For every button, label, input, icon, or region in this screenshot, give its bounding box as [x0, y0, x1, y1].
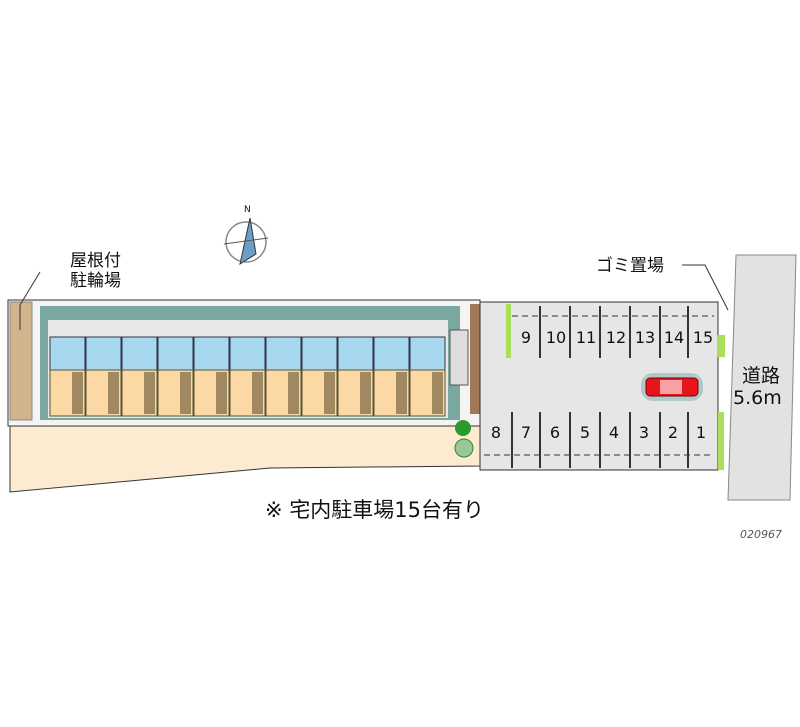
- unit-blue-section: [337, 336, 374, 371]
- unit-blue-section: [49, 336, 86, 371]
- parking-space-number: 13: [634, 328, 656, 347]
- unit-balcony: [144, 372, 155, 414]
- unit-balcony: [288, 372, 299, 414]
- parking-space-number: 2: [667, 423, 679, 442]
- apartment-units: [49, 336, 446, 417]
- unit-blue-section: [157, 336, 194, 371]
- compass-north-label: N: [244, 205, 251, 215]
- parking-space-number: 1: [695, 423, 707, 442]
- bicycle-parking-label-1: 屋根付: [70, 251, 121, 271]
- unit-blue-section: [301, 336, 338, 371]
- parking-space-number: 11: [575, 328, 597, 347]
- unit-balcony: [216, 372, 227, 414]
- road-width-label: 5.6m: [733, 387, 782, 409]
- unit-balcony: [72, 372, 83, 414]
- parking-space-number: 5: [579, 423, 591, 442]
- unit-blue-section: [265, 336, 302, 371]
- unit-balcony: [396, 372, 407, 414]
- leader-line: [19, 271, 41, 330]
- unit-blue-section: [409, 336, 446, 371]
- car-window: [660, 380, 682, 394]
- unit-blue-section: [373, 336, 410, 371]
- parking-space-number: 8: [490, 423, 502, 442]
- parking-space-number: 3: [638, 423, 650, 442]
- unit-blue-section: [229, 336, 266, 371]
- bicycle-parking-label-2: 駐輪場: [70, 271, 121, 291]
- parking-space-number: 9: [520, 328, 532, 347]
- unit-balcony: [108, 372, 119, 414]
- unit-balcony: [324, 372, 335, 414]
- unit-blue-section: [85, 336, 122, 371]
- parking-space-number: 4: [608, 423, 620, 442]
- leader-line: [682, 264, 729, 311]
- front-yard: [9, 424, 481, 493]
- parking-space-number: 15: [692, 328, 714, 347]
- property-code: 020967: [740, 528, 782, 541]
- bicycle-parking-area: [9, 301, 33, 421]
- unit-balcony: [432, 372, 443, 414]
- shrub-icon: [454, 438, 474, 458]
- unit-balcony: [180, 372, 191, 414]
- parking-space-number: 7: [520, 423, 532, 442]
- garbage-area-label: ゴミ置場: [596, 256, 664, 276]
- road: [727, 254, 797, 501]
- parking-space-number: 14: [663, 328, 685, 347]
- hedge: [717, 335, 725, 357]
- stairs: [449, 329, 469, 386]
- tree-icon: [455, 420, 471, 436]
- hedge: [718, 412, 724, 470]
- parking-space-number: 6: [549, 423, 561, 442]
- road-label: 道路: [742, 365, 781, 387]
- brick-paving: [470, 304, 482, 414]
- unit-balcony: [252, 372, 263, 414]
- parking-space-number: 12: [605, 328, 627, 347]
- hedge: [506, 304, 511, 358]
- unit-blue-section: [121, 336, 158, 371]
- compass-icon: [223, 217, 269, 266]
- unit-balcony: [360, 372, 371, 414]
- parking-note: ※ 宅内駐車場15台有り: [265, 498, 484, 522]
- parking-space-number: 10: [545, 328, 567, 347]
- unit-blue-section: [193, 336, 230, 371]
